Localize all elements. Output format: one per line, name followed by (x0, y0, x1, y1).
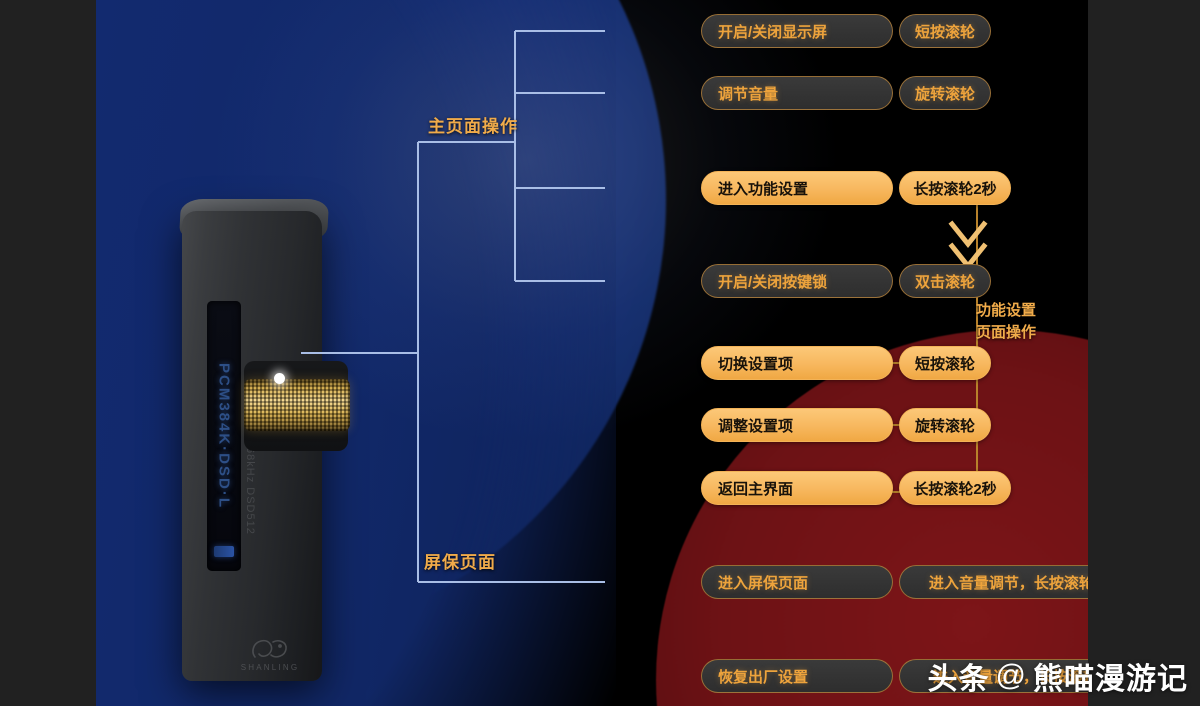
operation-action-cell: 进入屏保页面 (701, 565, 893, 599)
letterbox-left (0, 0, 96, 706)
group-label-main-page: 主页面操作 (428, 117, 518, 136)
operation-action-cell: 调节音量 (701, 76, 893, 110)
group-label-screensaver-page: 屏保页面 (424, 553, 496, 572)
shanling-wordmark: SHANLING (240, 663, 300, 672)
shanling-logo: SHANLING (234, 636, 306, 686)
operation-gesture-cell: 长按滚轮2秒 (899, 171, 1011, 205)
operation-gesture-cell: 双击滚轮 (899, 264, 991, 298)
group-label-function-settings: 功能设置 页面操作 (976, 300, 1036, 344)
group-label-function-settings-line2: 页面操作 (976, 324, 1037, 341)
operation-gesture-cell: 短按滚轮 (899, 14, 991, 48)
operation-action-cell: 开启/关闭显示屏 (701, 14, 893, 48)
operation-row: 调节音量旋转滚轮 (701, 76, 991, 110)
operation-gesture-cell: 旋转滚轮 (899, 408, 991, 442)
operation-row: 切换设置项短按滚轮 (701, 346, 991, 380)
double-chevron-down-icon (948, 220, 988, 271)
shanling-dac-device: PCM384K·DSD·L 32bit/768kHz DSD512 SHANLI… (166, 185, 396, 690)
red-background-disc (656, 330, 1088, 706)
watermark-handle: 熊喵漫游记 (1033, 663, 1188, 696)
operation-row: 进入功能设置长按滚轮2秒 (701, 171, 1011, 205)
group-label-function-settings-line1: 功能设置 (976, 302, 1037, 319)
operation-gesture-cell: 短按滚轮 (899, 346, 991, 380)
watermark-at: @ (995, 659, 1027, 692)
operation-row: 开启/关闭显示屏短按滚轮 (701, 14, 991, 48)
letterbox-right (1088, 0, 1200, 706)
operation-gesture-cell: 进入音量调节，长按滚轮… (899, 659, 1088, 693)
device-screen-volume-bar (214, 546, 234, 557)
operation-action-cell: 调整设置项 (701, 408, 893, 442)
watermark: 头条 @ 熊喵漫游记 (928, 654, 1188, 698)
operation-gesture-cell: 进入音量调节，长按滚轮4秒 (899, 565, 1088, 599)
device-screen: PCM384K·DSD·L (207, 301, 241, 571)
operation-action-cell: 返回主界面 (701, 471, 893, 505)
operation-gesture-cell: 长按滚轮2秒 (899, 471, 1011, 505)
infographic-artwork: PCM384K·DSD·L 32bit/768kHz DSD512 SHANLI… (96, 0, 1088, 706)
operation-row: 开启/关闭按键锁双击滚轮 (701, 264, 991, 298)
operation-row: 调整设置项旋转滚轮 (701, 408, 991, 442)
device-body: PCM384K·DSD·L 32bit/768kHz DSD512 SHANLI… (182, 211, 350, 681)
volume-wheel (244, 379, 350, 431)
callout-origin-dot (274, 373, 285, 384)
operation-gesture-cell: 旋转滚轮 (899, 76, 991, 110)
operation-action-cell: 开启/关闭按键锁 (701, 264, 893, 298)
operation-action-cell: 进入功能设置 (701, 171, 893, 205)
operation-action-cell: 切换设置项 (701, 346, 893, 380)
operation-row: 返回主界面长按滚轮2秒 (701, 471, 1011, 505)
watermark-brand: 头条 (927, 663, 990, 696)
operation-row: 恢复出厂设置进入音量调节，长按滚轮… (701, 659, 1088, 693)
operation-action-cell: 恢复出厂设置 (701, 659, 893, 693)
shanling-mark-icon (252, 639, 287, 658)
device-screen-text: PCM384K·DSD·L (215, 362, 233, 510)
